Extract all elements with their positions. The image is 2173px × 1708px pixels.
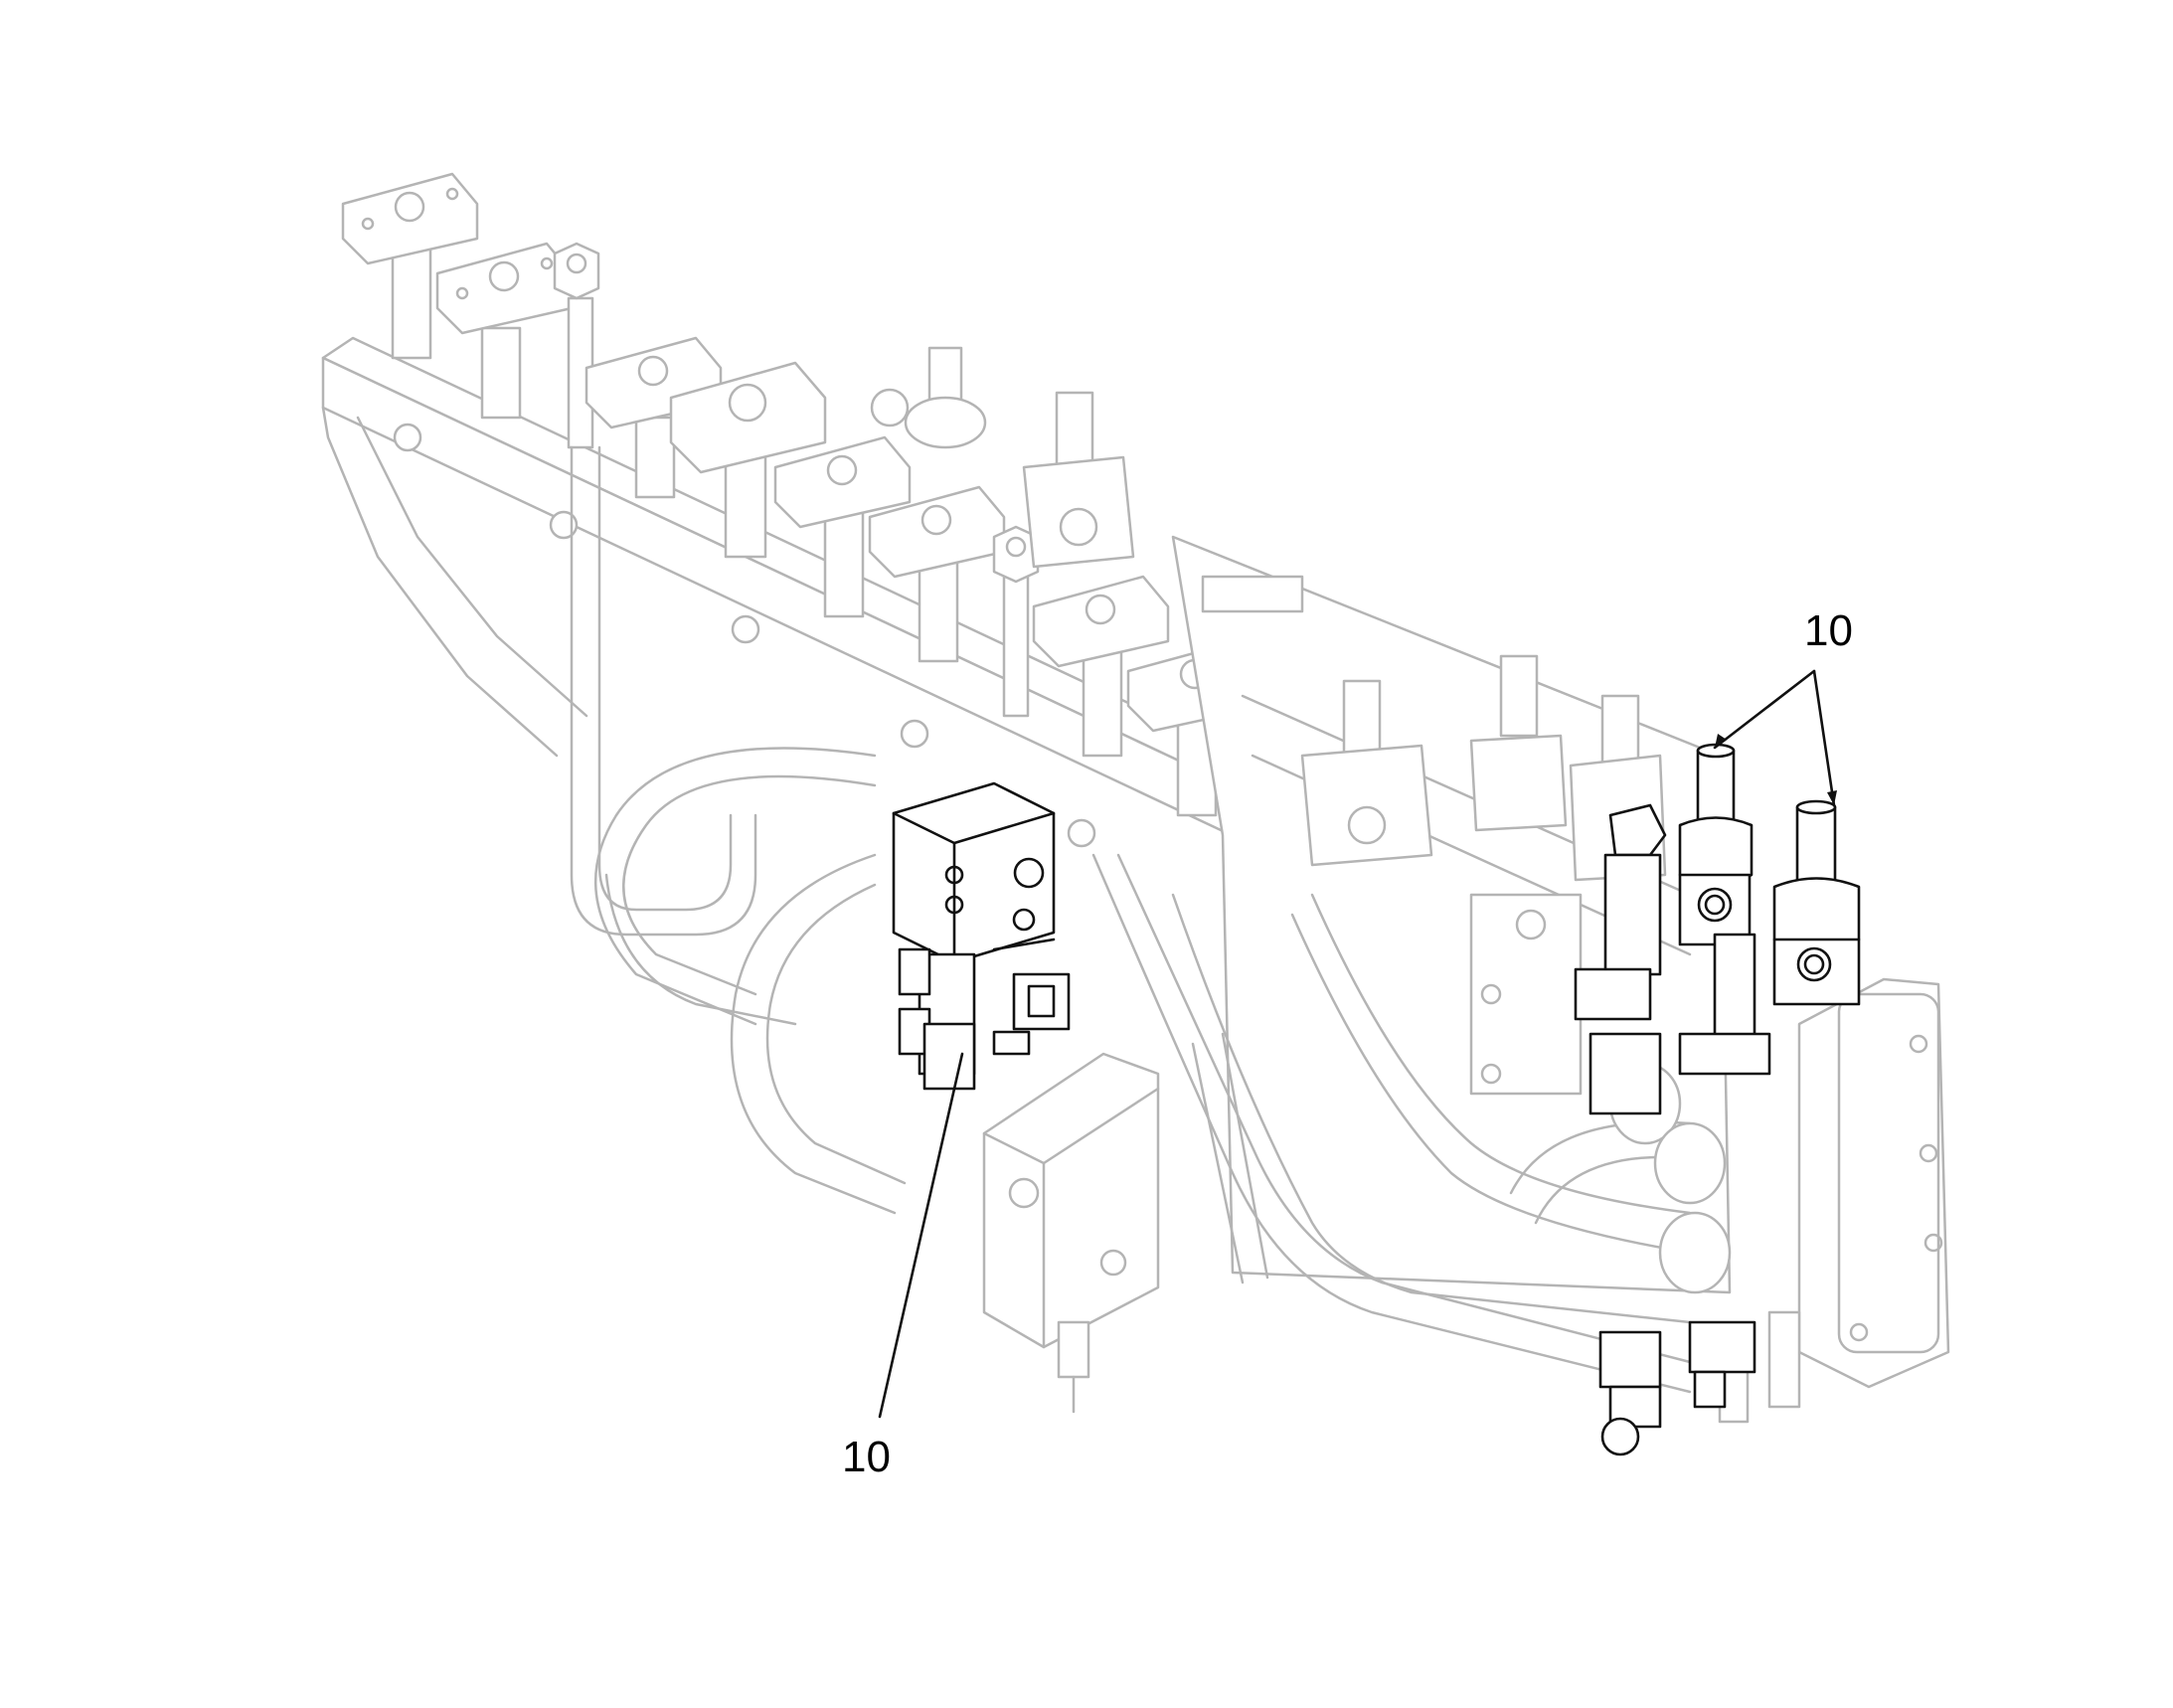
- fitting-port: [992, 525, 1040, 718]
- flange-port: [341, 172, 479, 360]
- body-cartridge: [870, 346, 987, 449]
- hydraulic-pipes: [570, 445, 1692, 1394]
- body-cartridge: [1300, 679, 1433, 867]
- highlight-solenoid-valve: [892, 781, 1071, 1091]
- flange-port: [868, 485, 1006, 663]
- highlight-right-stack: [1574, 803, 1771, 1456]
- highlight-pilot-cartridges: [1678, 743, 1861, 1006]
- faded-assembly: [321, 172, 1950, 1424]
- leader-line-upper-left: [1713, 669, 1816, 750]
- flange-port: [773, 435, 912, 618]
- callout-label-lower: 10: [842, 1433, 891, 1481]
- pilot-cartridge-right: [1772, 799, 1861, 1006]
- flange-port: [435, 242, 574, 420]
- pilot-cartridge-left: [1678, 743, 1754, 946]
- flange-port: [1032, 575, 1170, 758]
- arrowhead: [1827, 790, 1837, 805]
- leader-line-lower: [878, 1052, 964, 1419]
- lower-block: [982, 1052, 1160, 1414]
- right-manifold: [1608, 977, 1950, 1424]
- callout-label-upper: 10: [1804, 606, 1853, 655]
- flange-port: [669, 361, 827, 559]
- body-cartridge: [1469, 654, 1568, 832]
- arrowhead: [1715, 734, 1727, 748]
- body-cartridge: [1022, 391, 1135, 569]
- leader-line-upper-right: [1812, 669, 1836, 807]
- fitting-port: [553, 242, 600, 449]
- callout-leaders: [878, 669, 1837, 1419]
